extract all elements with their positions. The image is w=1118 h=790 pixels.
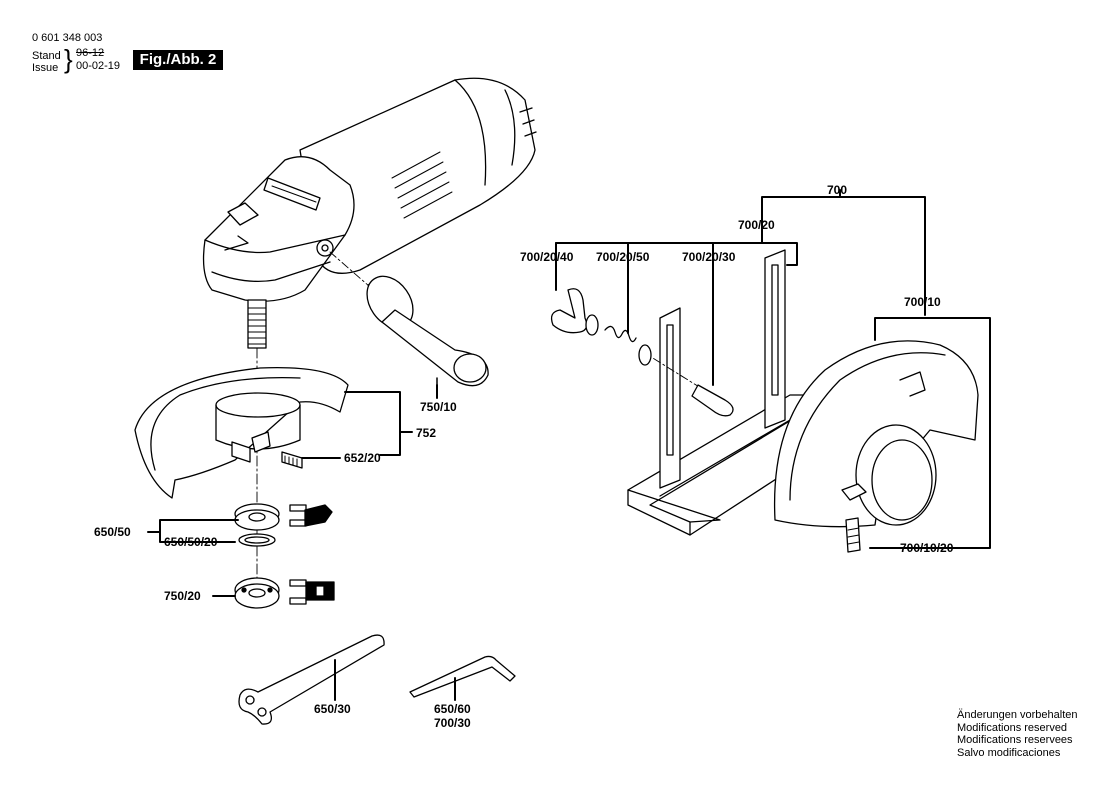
leader-lines bbox=[147, 189, 991, 701]
old-date: 96-12 bbox=[76, 47, 105, 59]
stand-issue-labels: Stand Issue bbox=[32, 50, 61, 74]
callout-700-20-50: 700/20/50 bbox=[596, 250, 650, 264]
two-pin-spanner-drawing bbox=[238, 634, 385, 725]
note-line: Modifications reservees bbox=[957, 734, 1073, 746]
callout-750-20: 750/20 bbox=[164, 589, 201, 603]
issue-date: 00-02-19 bbox=[76, 60, 121, 72]
callout-700-10: 700/10 bbox=[904, 295, 941, 309]
angle-grinder-drawing bbox=[202, 77, 537, 601]
cutting-guide-drawing bbox=[550, 249, 809, 536]
issue-label: Issue bbox=[32, 62, 59, 74]
callout-650-60: 650/60 bbox=[434, 702, 471, 716]
callout-700-20: 700/20 bbox=[738, 218, 775, 232]
hex-key-drawing bbox=[409, 655, 516, 698]
figure-label: Fig./Abb. 2 bbox=[133, 50, 223, 70]
screw-652-20-drawing bbox=[281, 451, 303, 469]
note-line: Änderungen vorbehalten bbox=[957, 709, 1078, 721]
callout-650-50: 650/50 bbox=[94, 525, 131, 539]
callout-750-10: 750/10 bbox=[420, 400, 457, 414]
callout-650-30: 650/30 bbox=[314, 702, 351, 716]
callout-700-20-40: 700/20/40 bbox=[520, 250, 574, 264]
note-line: Salvo modificaciones bbox=[957, 746, 1061, 759]
callout-700-20-30: 700/20/30 bbox=[682, 250, 736, 264]
wheel-guard-drawing bbox=[134, 366, 349, 499]
cutting-guard-drawing bbox=[773, 340, 979, 553]
callout-650-50-20: 650/50/20 bbox=[164, 535, 218, 549]
modification-notes: Änderungen vorbehalten Modifications res… bbox=[957, 709, 1077, 759]
brace-icon: } bbox=[64, 44, 73, 74]
callout-700: 700 bbox=[827, 183, 847, 197]
stand-label: Stand bbox=[32, 50, 61, 62]
callout-752: 752 bbox=[416, 426, 436, 440]
clamping-nut-750-20-drawing bbox=[234, 577, 280, 609]
mounting-symbol-icon bbox=[289, 504, 335, 605]
side-handle-drawing bbox=[329, 251, 489, 387]
part-number: 0 601 348 003 bbox=[32, 32, 103, 44]
flange-650-50-drawing bbox=[234, 503, 280, 547]
note-line: Modifications reserved bbox=[957, 721, 1068, 734]
callout-652-20: 652/20 bbox=[344, 451, 381, 465]
callout-700-30: 700/30 bbox=[434, 716, 471, 730]
callout-700-10-20: 700/10/20 bbox=[900, 541, 954, 555]
